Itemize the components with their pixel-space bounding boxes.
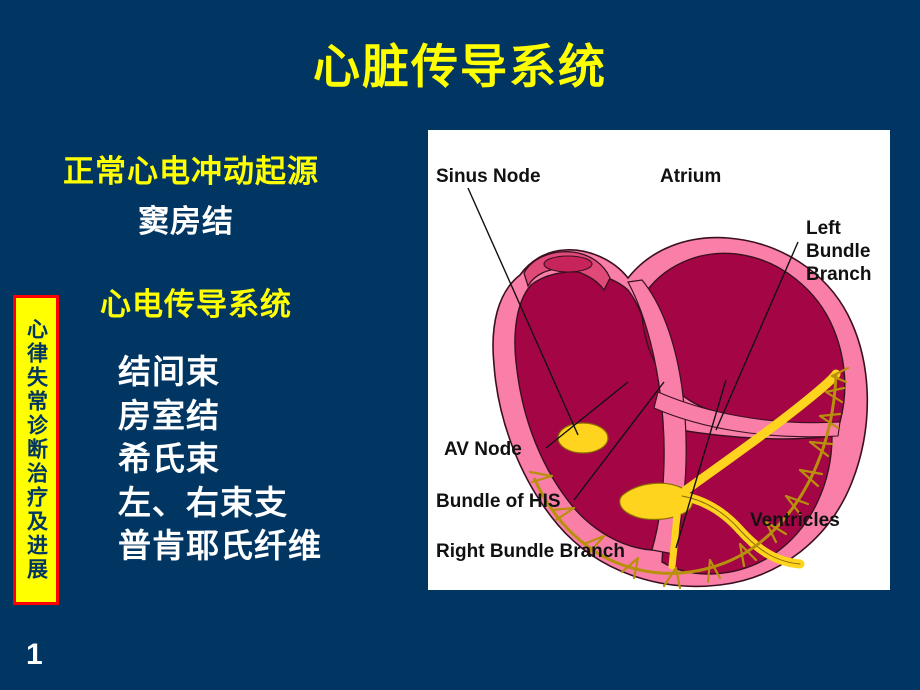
sinus-node-marker (557, 422, 609, 454)
heart-conduction-diagram: Sinus Node Atrium Left Bundle Branch AV … (428, 130, 890, 590)
conduction-system-list: 结间束 房室结 希氏束 左、右束支 普肯耶氏纤维 (118, 350, 322, 568)
left-bundle-branch-tract (681, 369, 841, 495)
list-item: 左、右束支 (118, 482, 288, 522)
label-sinus-node: Sinus Node (436, 166, 541, 187)
atrioventricular-groove (653, 391, 841, 438)
leader-lines (467, 187, 799, 549)
sinus-node-leader (467, 187, 579, 436)
purkinje-main-trunk (532, 373, 838, 575)
label-left-bundle-branch-line1: Left (806, 218, 842, 239)
label-av-node: AV Node (444, 439, 522, 460)
label-bundle-of-his: Bundle of HIS (436, 491, 561, 512)
bundle-of-his-leader (573, 381, 665, 501)
list-item: 希氏束 (118, 439, 220, 479)
bundle-of-his-outline (681, 495, 801, 565)
side-banner: 心律失常诊断治疗及进展 (13, 295, 59, 605)
right-bundle-branch-leader (675, 379, 727, 549)
label-ventricles: Ventricles (750, 510, 840, 531)
conduction-system-heading: 心电传导系统 (100, 287, 292, 323)
page-title: 心脏传导系统 (313, 40, 607, 95)
label-left-bundle-branch-line2: Bundle (806, 241, 870, 262)
label-left-bundle-branch-line3: Branch (806, 264, 871, 285)
origin-heading: 正常心电冲动起源 (63, 154, 319, 190)
av-node-leader (545, 381, 629, 449)
left-bundle-branch-leader (715, 241, 799, 431)
left-atrium-chamber (641, 252, 846, 425)
list-item: 房室结 (118, 395, 220, 435)
slide-number: 1 (26, 638, 43, 671)
origin-value: 窦房结 (138, 204, 234, 240)
vena-cava-lumen (543, 255, 593, 273)
list-item: 结间束 (118, 352, 220, 391)
side-banner-label: 心律失常诊断治疗及进展 (24, 318, 49, 582)
label-right-bundle-branch: Right Bundle Branch (436, 541, 625, 562)
right-bundle-branch-tract (668, 498, 682, 570)
heart-illustration (492, 236, 869, 590)
list-item: 普肯耶氏纤维 (118, 526, 322, 566)
label-atrium: Atrium (660, 166, 721, 187)
